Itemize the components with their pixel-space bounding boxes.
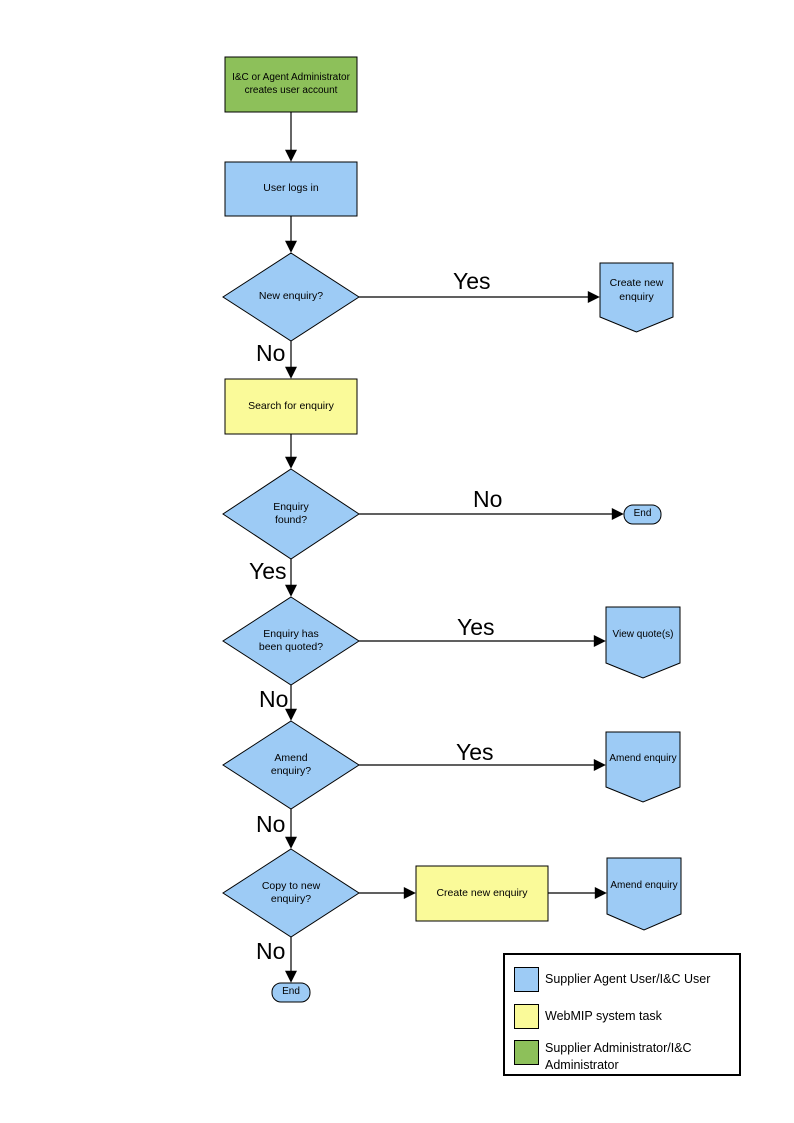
process-create-new-enquiry-task-shape	[415, 865, 549, 922]
decision-new-enquiry-shape	[222, 252, 360, 342]
edge-label-amend-no: No	[256, 811, 286, 837]
legend-swatch-user	[514, 967, 539, 992]
terminator-end-bottom-shape	[271, 982, 311, 1003]
legend-label-user: Supplier Agent User/I&C User	[545, 972, 711, 986]
legend-label-system: WebMIP system task	[545, 1009, 662, 1023]
offpage-view-quotes-shape	[605, 606, 681, 679]
decision-enquiry-found-shape	[222, 468, 360, 560]
edge-label-new-enquiry-no: No	[256, 340, 286, 366]
edge-label-enquiry-found-yes: Yes	[249, 558, 287, 584]
edge-label-amend-yes: Yes	[456, 739, 494, 765]
legend-swatch-admin	[514, 1040, 539, 1065]
edge-label-enquiry-quoted-yes: Yes	[457, 614, 495, 640]
edge-label-new-enquiry-yes: Yes	[453, 268, 491, 294]
terminator-end-right-shape	[623, 504, 662, 525]
decision-amend-enquiry-shape	[222, 720, 360, 810]
offpage-amend-enquiry2-shape	[606, 857, 682, 931]
edge-label-enquiry-found-no: No	[473, 486, 503, 512]
legend-label-admin: Supplier Administrator/I&C Administrator	[545, 1041, 692, 1072]
legend-swatch-system	[514, 1004, 539, 1029]
process-user-logs-in-shape	[224, 161, 358, 217]
offpage-create-new-enquiry-shape	[599, 262, 674, 333]
offpage-amend-enquiry-shape	[605, 731, 681, 803]
legend: Supplier Agent User/I&C User WebMIP syst…	[503, 953, 741, 1076]
decision-copy-to-new-shape	[222, 848, 360, 938]
edge-label-copy-no: No	[256, 938, 286, 964]
edge-label-enquiry-quoted-no: No	[259, 686, 289, 712]
process-search-for-enquiry-shape	[224, 378, 358, 435]
process-admin-creates-account-shape	[224, 56, 358, 113]
decision-enquiry-quoted-shape	[222, 596, 360, 686]
